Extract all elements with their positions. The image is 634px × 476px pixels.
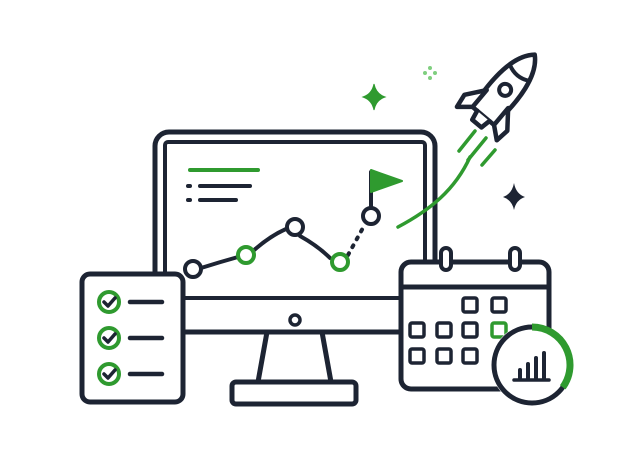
gauge-background <box>491 324 573 406</box>
menu-lines-icon <box>186 168 260 202</box>
calendar-day <box>408 347 426 365</box>
calendar-day <box>461 296 479 314</box>
progress-gauge <box>491 323 574 406</box>
progress-point <box>330 252 350 272</box>
checklist-item <box>97 326 165 350</box>
gauge-arc <box>531 323 574 390</box>
monitor <box>152 129 438 407</box>
sparkle-icon <box>503 183 525 210</box>
progress-point <box>361 206 381 226</box>
calendar-day <box>490 296 508 314</box>
calendar-day <box>435 321 453 339</box>
calendar-day <box>435 347 453 365</box>
checklist-card <box>79 271 186 405</box>
calendar-day-highlighted <box>490 321 508 339</box>
calendar-day <box>461 347 479 365</box>
progress-point <box>236 245 256 265</box>
goal-flag-icon <box>369 169 403 210</box>
dots-icon <box>423 66 437 80</box>
calendar-day <box>408 321 426 339</box>
check-circle-icon <box>97 326 121 350</box>
rocket-trail <box>396 129 497 229</box>
progress-point <box>285 217 305 237</box>
sparkle-icon <box>361 83 387 111</box>
checklist-item <box>97 362 165 386</box>
progress-line-icon <box>183 206 381 279</box>
monitor-frame <box>152 129 438 335</box>
check-circle-icon <box>97 290 121 314</box>
progress-point <box>183 259 203 279</box>
monitor-stand <box>255 329 334 385</box>
bar-chart-icon <box>512 351 551 382</box>
monitor-base <box>229 379 359 407</box>
monitor-power-button <box>288 313 302 327</box>
calendar-rings <box>439 246 522 272</box>
check-circle-icon <box>97 362 121 386</box>
rocket-icon <box>454 52 538 143</box>
calendar-day <box>461 321 479 339</box>
checklist-item <box>97 290 165 314</box>
monitor-screen <box>163 140 427 300</box>
